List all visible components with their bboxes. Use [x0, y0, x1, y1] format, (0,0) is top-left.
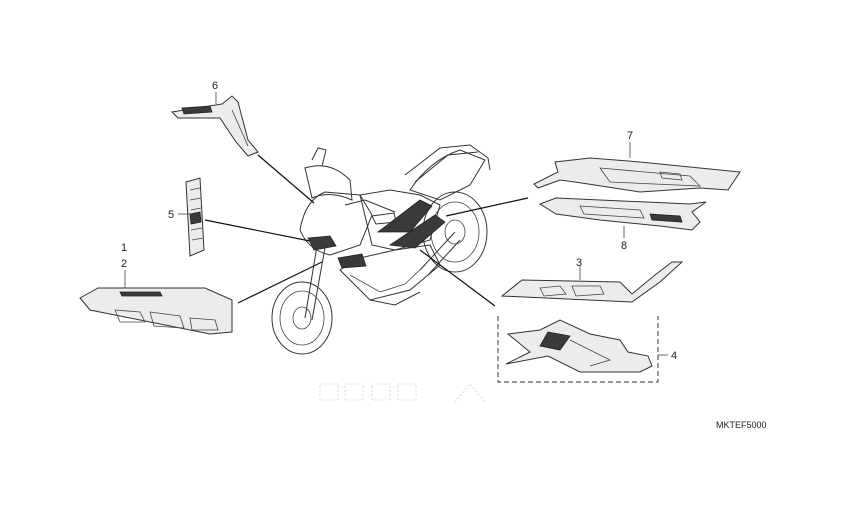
- decal-part-7: [533, 157, 741, 193]
- decal-part-8: [538, 197, 707, 231]
- front-wheel: [271, 281, 333, 355]
- callout-8: 8: [621, 240, 627, 252]
- windscreen: [304, 165, 353, 201]
- engine: [339, 244, 441, 301]
- decal-part-5: [185, 177, 205, 257]
- diagram-code: MKTEF5000: [716, 420, 767, 430]
- faint-watermark: [319, 383, 486, 403]
- callout-4: 4: [671, 350, 677, 362]
- callout-3: 3: [576, 257, 582, 269]
- callout-5: 5: [168, 209, 174, 221]
- front-fairing: [299, 191, 373, 256]
- decal-part-6: [170, 95, 259, 157]
- seat: [409, 149, 486, 201]
- callout-1: 1: [121, 242, 127, 254]
- callout-6: 6: [212, 80, 218, 92]
- decal-part-1-2: [79, 287, 233, 335]
- callout-7: 7: [627, 130, 633, 142]
- decal-part-3: [500, 261, 684, 303]
- motorcycle-illustration: [271, 144, 491, 355]
- callout-2: 2: [121, 258, 127, 270]
- decal-part-4: [497, 316, 659, 383]
